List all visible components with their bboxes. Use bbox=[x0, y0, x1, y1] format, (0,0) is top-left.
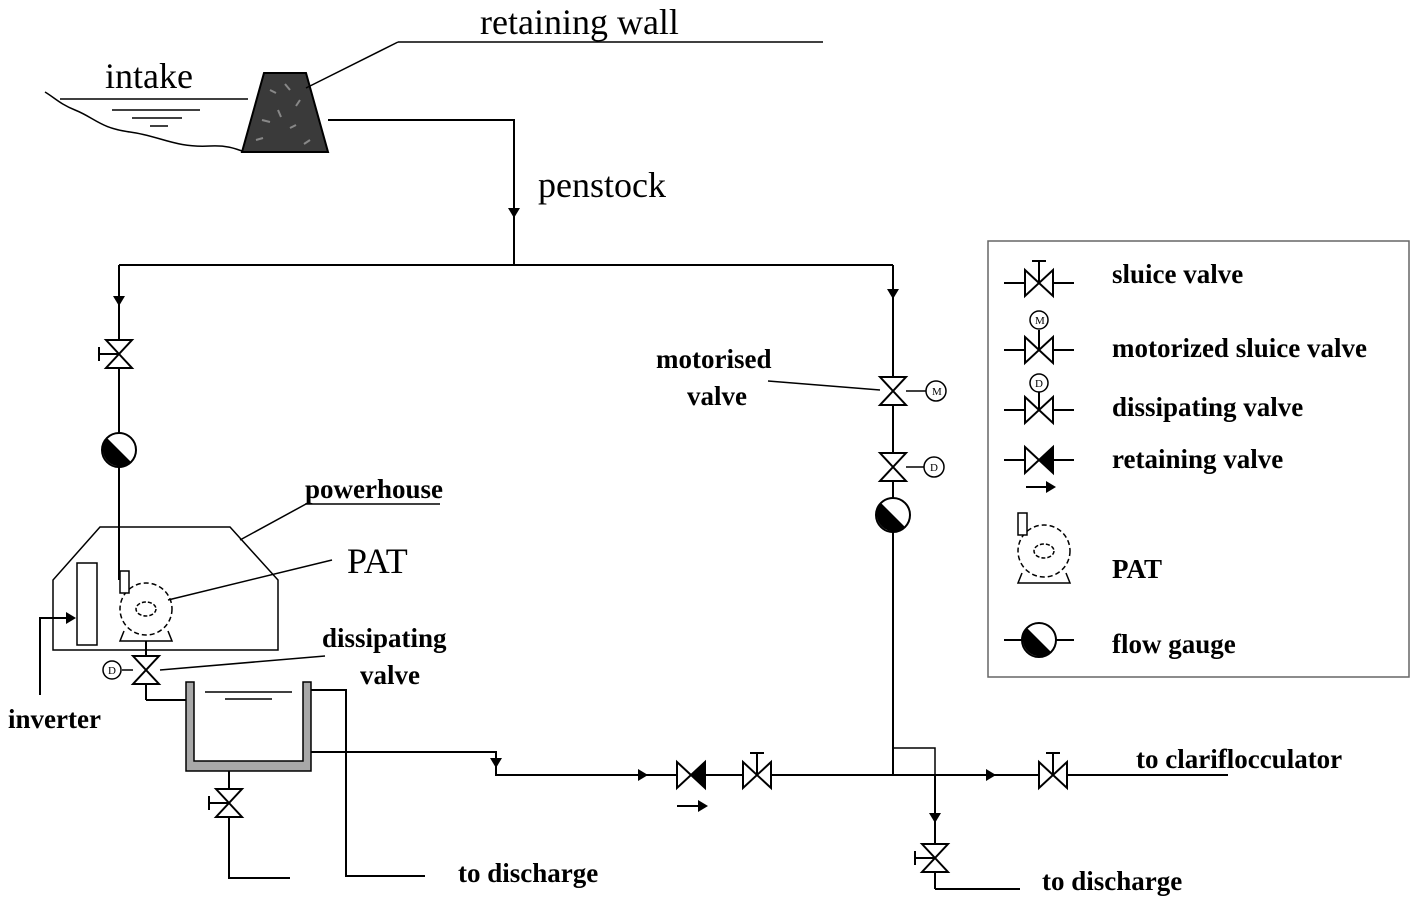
to-clariflocculator-label: to clariflocculator bbox=[1136, 744, 1342, 774]
drop-sluice-valve-icon[interactable] bbox=[914, 843, 949, 873]
powerhouse-leader bbox=[239, 503, 307, 541]
inverter-arrow-icon bbox=[66, 612, 76, 624]
pat-dissipating-valve-icon[interactable] bbox=[132, 655, 160, 685]
junction-box bbox=[893, 747, 936, 775]
right-dissipating-badge-letter: D bbox=[930, 462, 938, 474]
right-dissipating-badge-icon bbox=[923, 456, 945, 478]
tank-overflow-pipe bbox=[311, 689, 425, 877]
main-flow-arrow-1 bbox=[638, 769, 648, 781]
intake-basin bbox=[44, 91, 248, 153]
legend-item-label: sluice valve bbox=[1112, 259, 1243, 289]
right-dissipating-valve-icon[interactable] bbox=[879, 452, 907, 482]
main-flow-arrow-2 bbox=[986, 769, 996, 781]
motorised-valve-label-line2: valve bbox=[687, 381, 747, 411]
pat-unit-icon[interactable] bbox=[119, 570, 173, 642]
legend-dissipating-valve-icon: D bbox=[1004, 373, 1074, 426]
svg-text:M: M bbox=[1035, 315, 1045, 327]
legend-item-label: PAT bbox=[1112, 554, 1162, 584]
motor-badge-letter: M bbox=[932, 386, 942, 398]
dissipating-valve-leader bbox=[159, 655, 326, 671]
legend-item-label: retaining valve bbox=[1112, 444, 1283, 474]
legend-motorized-sluice-valve-icon: M bbox=[1004, 310, 1074, 366]
retaining-wall-leader bbox=[305, 41, 399, 89]
penstock-flow-arrow bbox=[508, 208, 520, 218]
tank-drain-pipe bbox=[228, 771, 290, 879]
inverter-cabinet bbox=[76, 562, 98, 646]
discharge-tank bbox=[185, 681, 312, 772]
right-flow-gauge-icon[interactable] bbox=[875, 497, 911, 533]
tank-drain-valve-icon[interactable] bbox=[208, 788, 243, 818]
retaining-wall-label: retaining wall bbox=[480, 2, 679, 42]
svg-text:D: D bbox=[1035, 378, 1043, 390]
legend-item-label: motorized sluice valve bbox=[1112, 333, 1367, 363]
powerhouse-building bbox=[52, 526, 279, 651]
legend-flow-gauge-icon bbox=[1004, 622, 1074, 658]
retaining-valve-arrow bbox=[698, 800, 708, 812]
left-sluice-valve-icon[interactable] bbox=[98, 339, 133, 369]
inverter-label: inverter bbox=[8, 704, 101, 734]
dissipating-valve-label-line1: dissipating bbox=[322, 623, 447, 653]
legend: sluice valve M motorized sluice valve D … bbox=[987, 240, 1410, 678]
intake-label: intake bbox=[105, 56, 193, 96]
right-branch-flow-arrow bbox=[887, 289, 899, 299]
pat-leader bbox=[167, 559, 333, 601]
motorised-valve-icon[interactable] bbox=[879, 376, 907, 406]
main-sluice-valve-icon[interactable] bbox=[742, 752, 772, 789]
dissipating-badge-icon bbox=[102, 660, 122, 680]
left-flow-gauge-icon[interactable] bbox=[101, 432, 137, 468]
penstock-pipe bbox=[328, 119, 515, 265]
retaining-wall-structure bbox=[240, 72, 330, 153]
to-discharge-right-label: to discharge bbox=[1042, 866, 1182, 896]
powerhouse-label: powerhouse bbox=[305, 474, 443, 504]
clariflocculator-sluice-valve-icon[interactable] bbox=[1038, 752, 1068, 789]
pat-label: PAT bbox=[347, 541, 408, 581]
motorised-valve-label-line1: motorised bbox=[656, 344, 771, 374]
legend-sluice-valve-icon bbox=[1004, 260, 1074, 297]
inverter-pointer bbox=[39, 617, 72, 695]
tank-outlet-flow-arrow bbox=[490, 758, 502, 768]
main-retaining-valve-icon[interactable] bbox=[676, 759, 706, 791]
penstock-label: penstock bbox=[538, 165, 666, 205]
legend-item-label: flow gauge bbox=[1112, 629, 1236, 659]
legend-retaining-valve-icon bbox=[1004, 444, 1074, 493]
dissipating-badge-letter: D bbox=[108, 665, 116, 677]
dissipating-valve-label-line2: valve bbox=[360, 660, 420, 690]
legend-item-label: dissipating valve bbox=[1112, 392, 1303, 422]
motor-badge-icon bbox=[925, 380, 947, 402]
drop-flow-arrow bbox=[929, 813, 941, 823]
to-discharge-left-label: to discharge bbox=[458, 858, 598, 888]
motorised-valve-leader bbox=[767, 380, 881, 391]
left-branch-flow-arrow bbox=[113, 296, 125, 306]
